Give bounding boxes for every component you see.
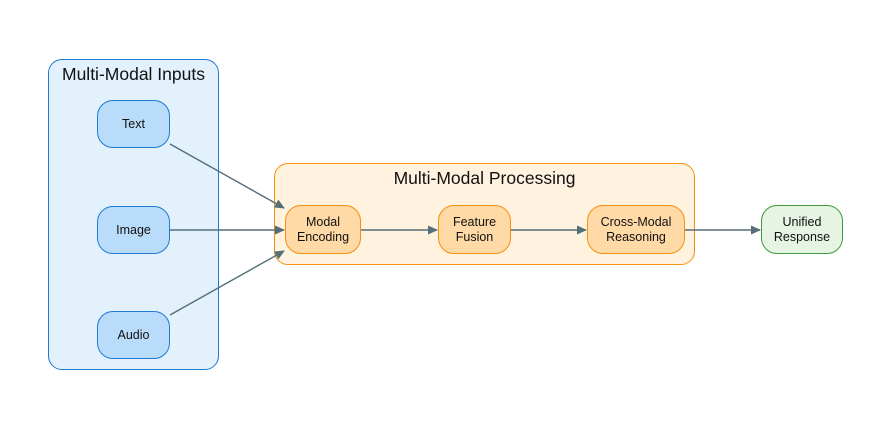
text-node: Text xyxy=(97,100,170,148)
cross-modal-reasoning-node: Cross-Modal Reasoning xyxy=(587,205,685,254)
modal-encoding-node: Modal Encoding xyxy=(285,205,361,254)
unified-response-label: Unified Response xyxy=(773,214,831,244)
image-node-label: Image xyxy=(116,222,151,237)
modal-encoding-label: Modal Encoding xyxy=(296,214,350,244)
cross-modal-reasoning-label: Cross-Modal Reasoning xyxy=(600,214,672,244)
feature-fusion-label: Feature Fusion xyxy=(452,214,497,244)
image-node: Image xyxy=(97,206,170,254)
text-node-label: Text xyxy=(122,116,145,131)
audio-node: Audio xyxy=(97,311,170,359)
processing-cluster-title: Multi-Modal Processing xyxy=(393,168,576,188)
feature-fusion-node: Feature Fusion xyxy=(438,205,511,254)
unified-response-node: Unified Response xyxy=(761,205,843,254)
audio-node-label: Audio xyxy=(117,327,150,342)
inputs-cluster-title: Multi-Modal Inputs xyxy=(62,64,205,84)
